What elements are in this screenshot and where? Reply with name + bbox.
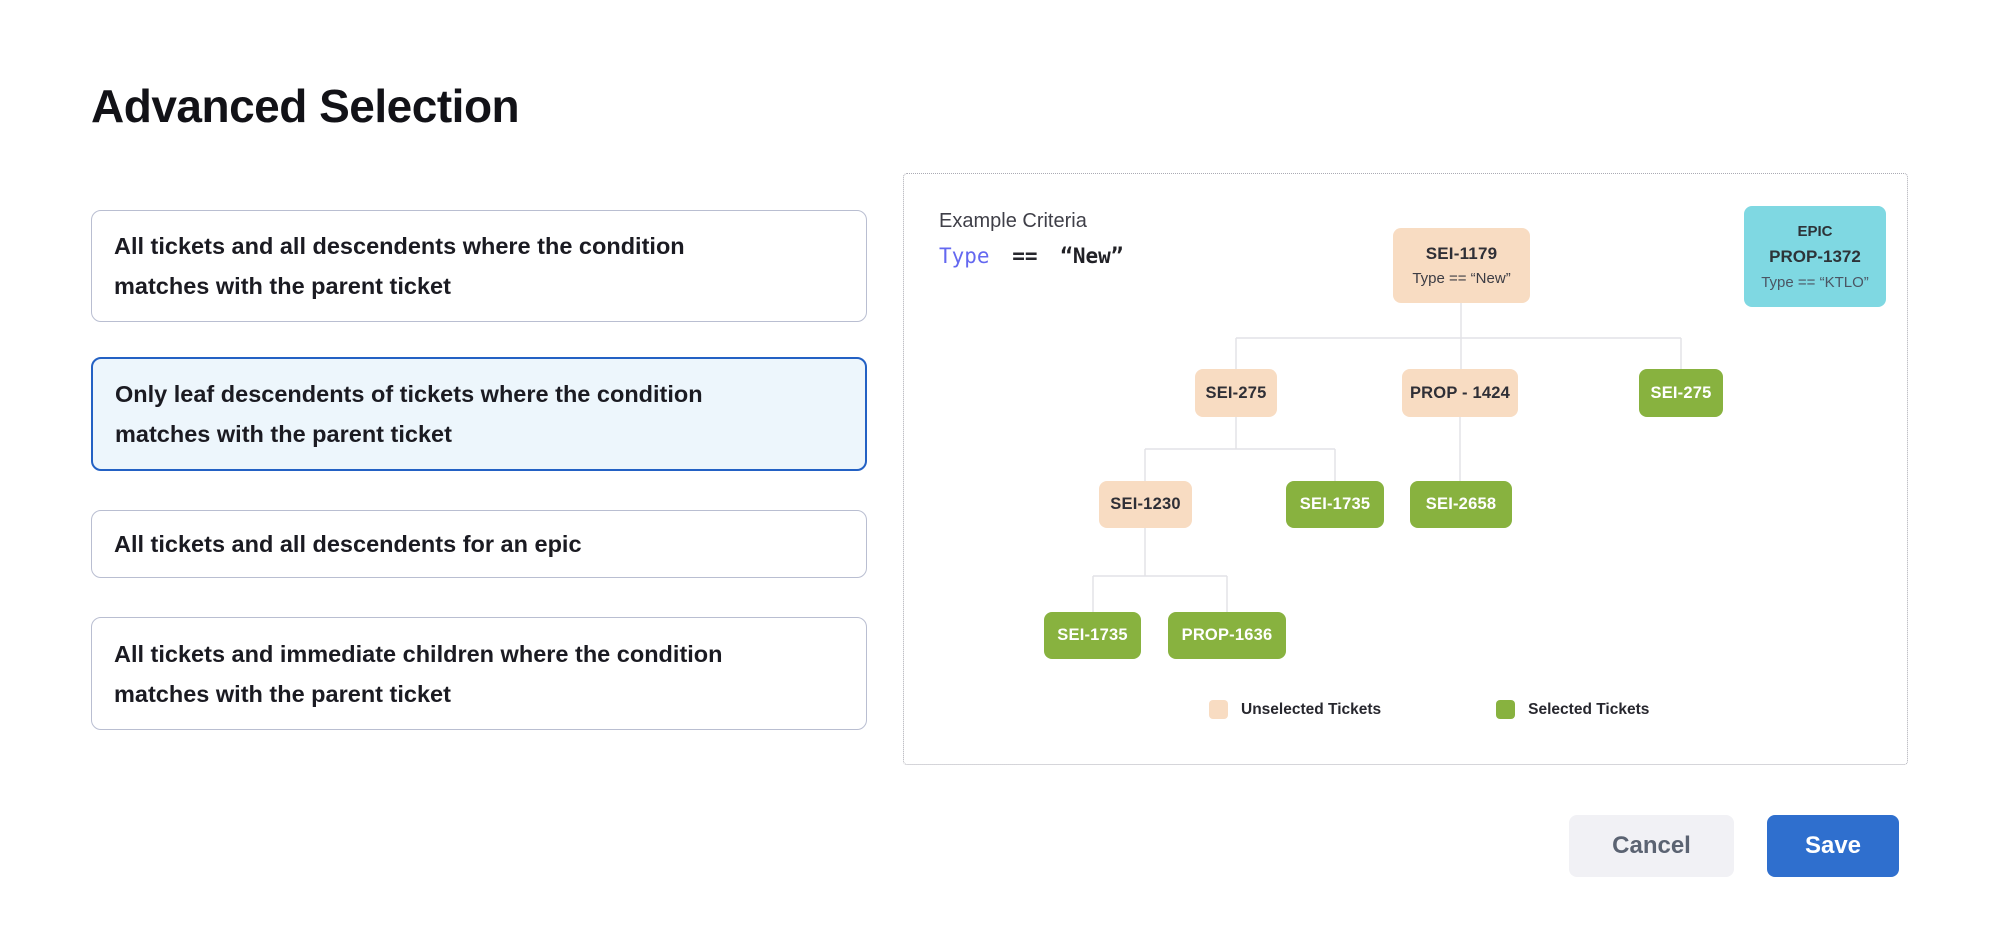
ticket-id: SEI-275 xyxy=(1650,383,1712,402)
epic-ticket-card: EPIC PROP-1372 Type == “KTLO” xyxy=(1744,206,1886,307)
selected-swatch-icon xyxy=(1496,700,1516,719)
epic-kind-label: EPIC xyxy=(1797,222,1833,240)
legend-label: Selected Tickets xyxy=(1528,700,1650,718)
option-label: All tickets and immediate children where… xyxy=(114,640,723,707)
ticket-node: SEI-1230 xyxy=(1099,481,1192,528)
epic-ticket-id: PROP-1372 xyxy=(1769,246,1861,266)
unselected-swatch-icon xyxy=(1209,700,1228,719)
legend-label: Unselected Tickets xyxy=(1241,700,1382,718)
ticket-id: PROP-1636 xyxy=(1181,626,1273,644)
ticket-node: SEI-275 xyxy=(1639,369,1723,417)
legend: Unselected Tickets Selected Tickets xyxy=(1209,700,1649,719)
legend-item-unselected: Unselected Tickets xyxy=(1209,700,1381,719)
ticket-node: SEI-2658 xyxy=(1410,481,1512,528)
page-title: Advanced Selection xyxy=(91,79,520,132)
ticket-node: PROP-1636 xyxy=(1168,612,1286,659)
ticket-node-root: SEI-1179 Type == “New” xyxy=(1393,228,1530,303)
criteria-operator: == xyxy=(1012,244,1038,268)
epic-criteria: Type == “KTLO” xyxy=(1761,273,1869,291)
ticket-id: SEI-275 xyxy=(1205,383,1267,402)
tree-connector-lines xyxy=(1092,303,1682,612)
criteria-expression: Type == “New” xyxy=(939,244,1123,268)
ticket-node: SEI-275 xyxy=(1195,369,1277,417)
ticket-id: SEI-1230 xyxy=(1110,495,1181,513)
example-criteria-heading: Example Criteria xyxy=(939,210,1087,232)
option-label: All tickets and all descendents for an e… xyxy=(114,531,582,557)
ticket-node: SEI-1735 xyxy=(1286,481,1384,528)
option-immediate-children-condition[interactable]: All tickets and immediate children where… xyxy=(91,617,867,730)
option-leaf-descendents-condition[interactable]: Only leaf descendents of tickets where t… xyxy=(91,357,867,471)
save-button[interactable]: Save xyxy=(1767,815,1899,877)
ticket-id: SEI-1179 xyxy=(1425,244,1498,263)
criteria-value: “New” xyxy=(1060,244,1124,268)
ticket-criteria: Type == “New” xyxy=(1412,270,1511,287)
option-all-descendents-epic[interactable]: All tickets and all descendents for an e… xyxy=(91,510,867,578)
cancel-button[interactable]: Cancel xyxy=(1569,815,1734,877)
ticket-node: SEI-1735 xyxy=(1044,612,1141,659)
legend-item-selected: Selected Tickets xyxy=(1496,700,1649,719)
ticket-id: SEI-1735 xyxy=(1057,626,1128,644)
criteria-field: Type xyxy=(939,244,990,268)
ticket-id: SEI-1735 xyxy=(1299,495,1371,513)
option-all-descendents-condition[interactable]: All tickets and all descendents where th… xyxy=(91,210,867,322)
ticket-id: SEI-2658 xyxy=(1425,495,1497,513)
option-label: All tickets and all descendents where th… xyxy=(114,233,685,299)
ticket-id: PROP - 1424 xyxy=(1409,383,1511,402)
ticket-node: PROP - 1424 xyxy=(1402,369,1518,417)
example-criteria-panel: Example Criteria Type == “New” xyxy=(903,173,1908,765)
option-label: Only leaf descendents of tickets where t… xyxy=(115,381,703,447)
